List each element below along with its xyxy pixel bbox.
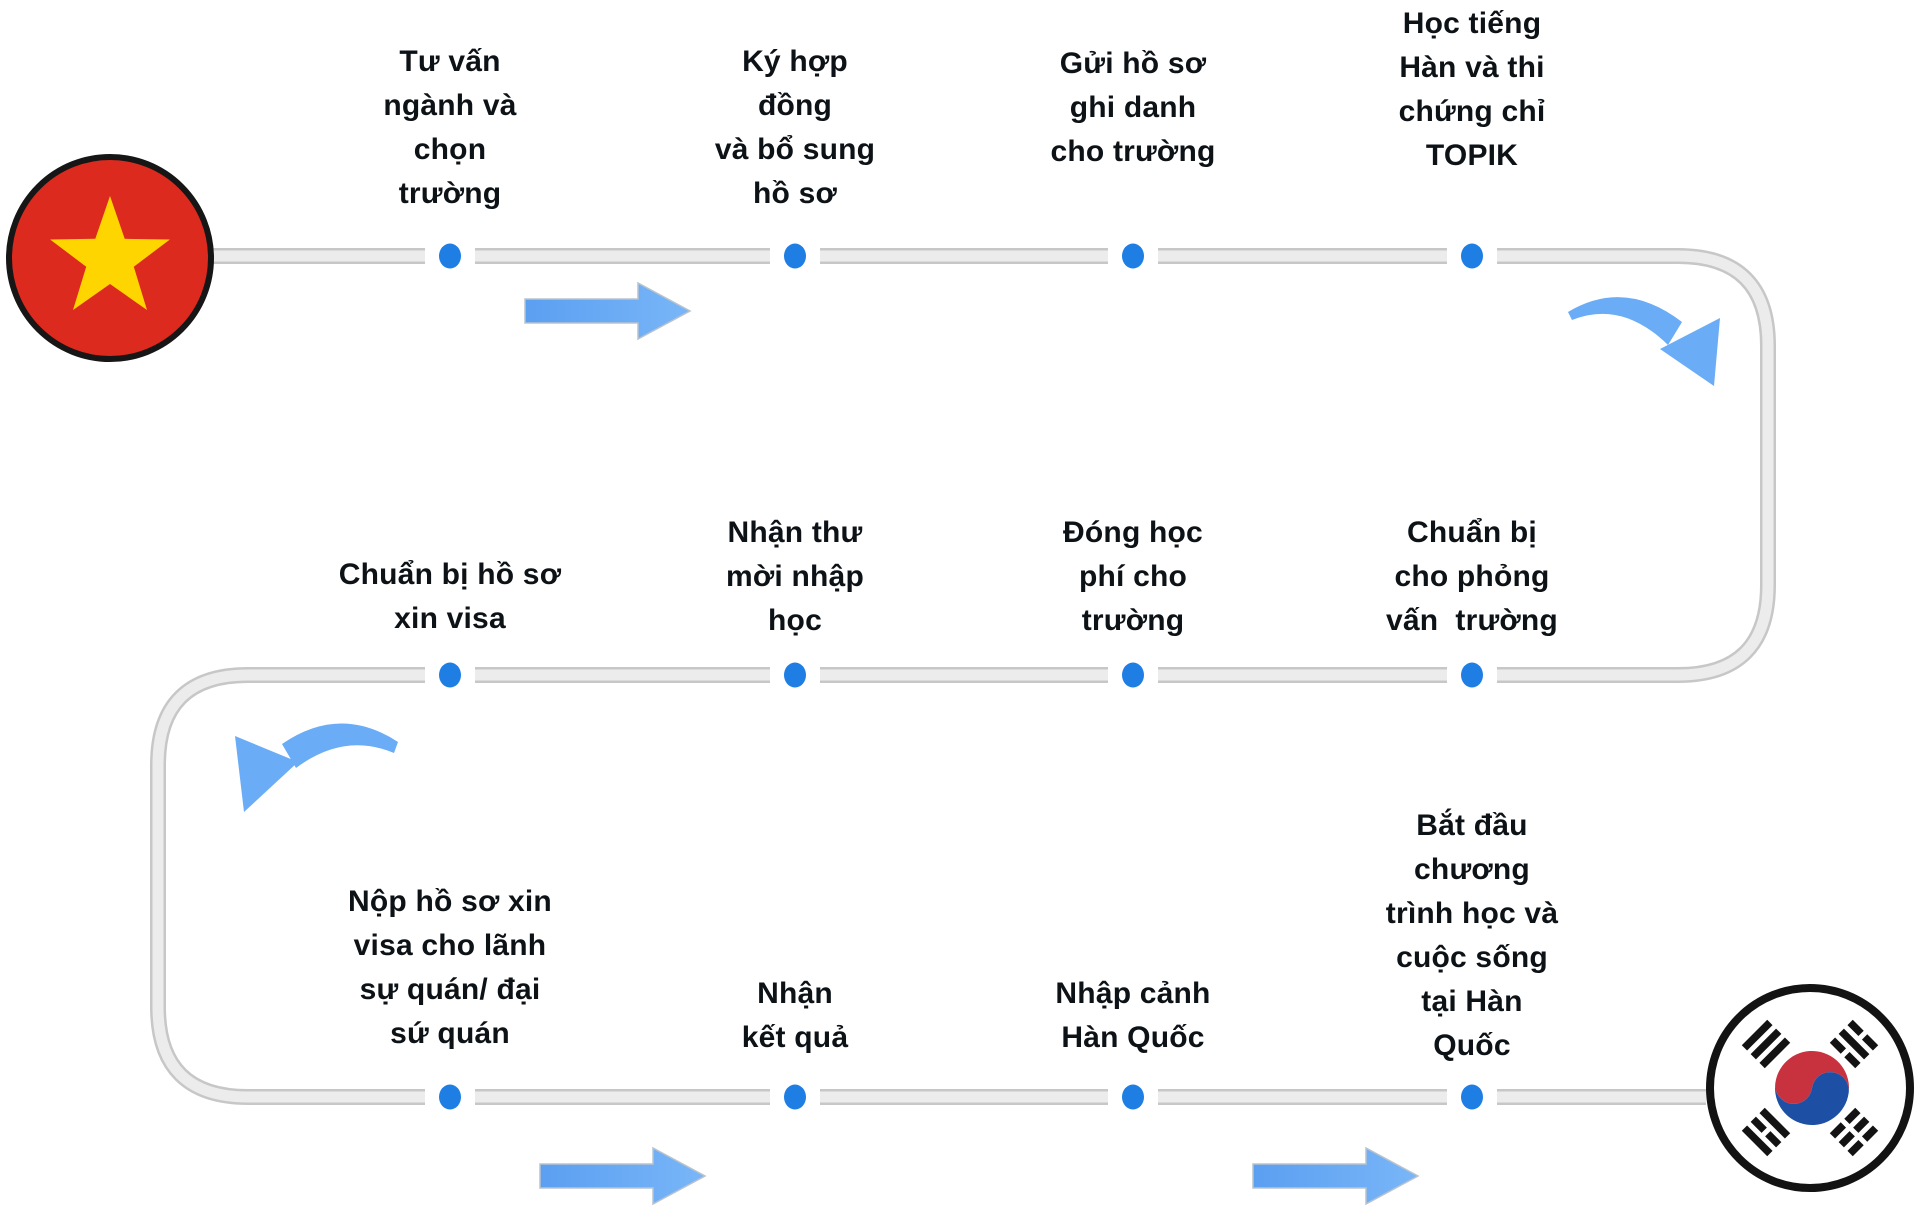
south-korea-flag-icon [1706, 984, 1914, 1192]
step-9-label: Nộp hồ sơ xin visa cho lãnh sự quán/ đại… [348, 885, 552, 1050]
step-node-dot [1461, 243, 1483, 269]
flow-track [152, 250, 1774, 1103]
step-7-label: Đóng học phí cho trường [1063, 516, 1203, 637]
step-node-dot [439, 243, 461, 269]
trigrams [1741, 1019, 1879, 1157]
direction-arrows [524, 281, 1420, 1206]
arrow-right-icon [539, 1146, 707, 1206]
step-node-dot [784, 1084, 806, 1110]
curved-arrow-body [282, 723, 398, 768]
step-node-dot [784, 243, 806, 269]
step-node-dot [439, 1084, 461, 1110]
step-2-label: Ký hợp đồng và bổ sung hồ sơ [714, 45, 876, 210]
step-node-dot [1122, 243, 1144, 269]
curved-arrow-body [1568, 297, 1682, 345]
curved-arrow-head [235, 736, 298, 812]
arrow-right-icon [524, 281, 692, 341]
vietnam-flag-star [50, 196, 170, 310]
step-10-label: Nhận kết quả [741, 977, 849, 1054]
vietnam-flag-icon [6, 154, 214, 362]
step-node-dot [1461, 1084, 1483, 1110]
step-11-label: Nhập cảnh Hàn Quốc [1055, 977, 1211, 1054]
trigram-geon [1741, 1019, 1791, 1069]
step-3-label: Gửi hồ sơ ghi danh cho trường [1050, 47, 1216, 168]
step-node-dot [1122, 1084, 1144, 1110]
arrow-right-icon [1252, 1146, 1420, 1206]
taegeuk [1775, 1051, 1849, 1125]
trigram-gon [1829, 1107, 1879, 1157]
step-nodes [439, 243, 1483, 1110]
step-node-dot [784, 662, 806, 688]
curved-arrow-down-left-icon [235, 723, 398, 812]
step-node-dot [1122, 662, 1144, 688]
step-node-dot [1461, 662, 1483, 688]
step-4-label: Học tiếng Hàn và thi chứng chỉ TOPIK [1398, 7, 1546, 172]
step-5-label: Chuẩn bị hồ sơ xin visa [338, 558, 562, 635]
step-12-label: Bắt đầu chương trình học và cuộc sống tạ… [1385, 809, 1559, 1062]
step-node-dot [439, 662, 461, 688]
curved-arrow-down-right-icon [1568, 297, 1720, 386]
step-8-label: Chuẩn bị cho phỏng vấn trường [1386, 516, 1558, 637]
step-6-label: Nhận thư mời nhập học [726, 516, 864, 637]
curved-arrow-head [1660, 318, 1720, 386]
step-1-label: Tư vấn ngành và chọn trường [383, 45, 517, 210]
taegeuk-blue [1775, 1072, 1849, 1125]
trigram-gam [1829, 1019, 1879, 1069]
taegeuk-red [1775, 1051, 1849, 1104]
trigram-ri [1741, 1107, 1791, 1157]
